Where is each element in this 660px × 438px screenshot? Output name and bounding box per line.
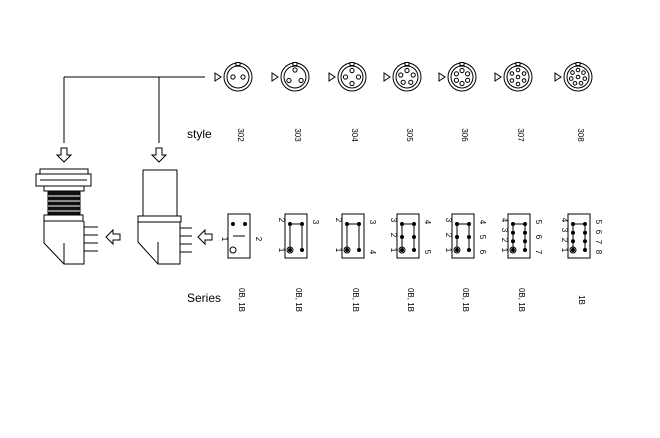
leader-lines	[63, 76, 205, 143]
style-code: 304	[350, 128, 359, 142]
pin-number: 1	[500, 248, 509, 253]
key-triangle-icon	[383, 72, 391, 82]
side-view-straight	[137, 169, 192, 265]
style-label: style	[187, 127, 212, 141]
connector-face-304	[328, 62, 367, 92]
connector-face-306	[438, 62, 477, 92]
connector-face-307	[494, 62, 533, 92]
pin-number: 3	[368, 220, 377, 225]
pin-number: 6	[478, 250, 487, 255]
pin-diagram-307: 1 2 3 4 5 6 7	[500, 213, 543, 259]
pin-number: 1	[334, 248, 343, 253]
connector-faces	[214, 62, 593, 92]
pin-number: 2	[389, 233, 398, 238]
style-code: 308	[576, 128, 585, 142]
pin-diagram-305: 1 2 3 4 5	[389, 213, 432, 259]
connector-face-305	[383, 62, 422, 92]
series-code: 0B, 1B	[461, 288, 470, 312]
series-code: 0B, 1B	[517, 288, 526, 312]
series-codes: 0B, 1B 0B, 1B 0B, 1B 0B, 1B 0B, 1B 0B, 1B 1B	[237, 288, 586, 312]
pin-number: 3	[311, 220, 320, 225]
style-codes: 302 303 304 305 306 307 308	[236, 128, 585, 142]
pin-number: 2	[277, 218, 286, 223]
connector-face-308	[554, 62, 593, 92]
pin-number: 1	[389, 248, 398, 253]
pin-number: 5	[534, 220, 543, 225]
style-code: 307	[516, 128, 525, 142]
style-code: 302	[236, 128, 245, 142]
pin-number: 4	[478, 220, 487, 225]
series-code: 0B, 1B	[351, 288, 360, 312]
pin-diagram-306: 1 2 3 4 5 6	[444, 213, 487, 259]
style-code: 305	[405, 128, 414, 142]
pin-number: 3	[444, 218, 453, 223]
pin-diagram-304: 1 2 3 4	[334, 213, 377, 259]
pin-number: 6	[534, 235, 543, 240]
pin-number: 5	[594, 220, 603, 225]
pin-number: 5	[423, 250, 432, 255]
pin-number: 7	[594, 240, 603, 245]
side-view-panel-mount	[35, 168, 98, 265]
pin-number: 5	[478, 235, 487, 240]
arrow-left-icon	[197, 228, 213, 246]
arrow-down-icon	[150, 147, 168, 163]
style-code: 303	[293, 128, 302, 142]
arrow-left-icon	[105, 228, 121, 246]
pin-number: 1	[444, 248, 453, 253]
key-triangle-icon	[328, 72, 336, 82]
pin-diagram-308: 1 2 3 4 5 6 7 8	[560, 213, 603, 259]
pin-number: 4	[368, 250, 377, 255]
pin-number: 1	[560, 248, 569, 253]
pin-number: 1	[220, 237, 229, 242]
series-code: 0B, 1B	[237, 288, 246, 312]
pin-number: 3	[389, 218, 398, 223]
series-label: Series	[187, 291, 221, 305]
key-triangle-icon	[271, 72, 279, 82]
pin-number: 4	[500, 218, 509, 223]
pin-number: 2	[560, 238, 569, 243]
series-code: 0B, 1B	[406, 288, 415, 312]
pin-number: 4	[560, 218, 569, 223]
pin-number: 4	[423, 220, 432, 225]
key-triangle-icon	[554, 72, 562, 82]
pin-number: 3	[500, 228, 509, 233]
pin-number: 8	[594, 250, 603, 255]
key-triangle-icon	[438, 72, 446, 82]
key-triangle-icon	[494, 72, 502, 82]
connector-face-303	[271, 62, 310, 92]
series-code: 1B	[577, 295, 586, 305]
pin-number: 1	[277, 248, 286, 253]
pin-number: 2	[500, 238, 509, 243]
connector-face-302	[214, 62, 253, 92]
pin-number: 7	[534, 250, 543, 255]
pin-number: 2	[444, 233, 453, 238]
pin-number: 2	[254, 237, 263, 242]
pin-number: 2	[334, 218, 343, 223]
pin-number: 6	[594, 230, 603, 235]
series-code: 0B, 1B	[294, 288, 303, 312]
arrow-down-icon	[55, 147, 73, 163]
key-triangle-icon	[214, 72, 222, 82]
pin-diagram-303: 1 2 3	[277, 213, 320, 259]
style-code: 306	[460, 128, 469, 142]
pin-number: 3	[560, 228, 569, 233]
